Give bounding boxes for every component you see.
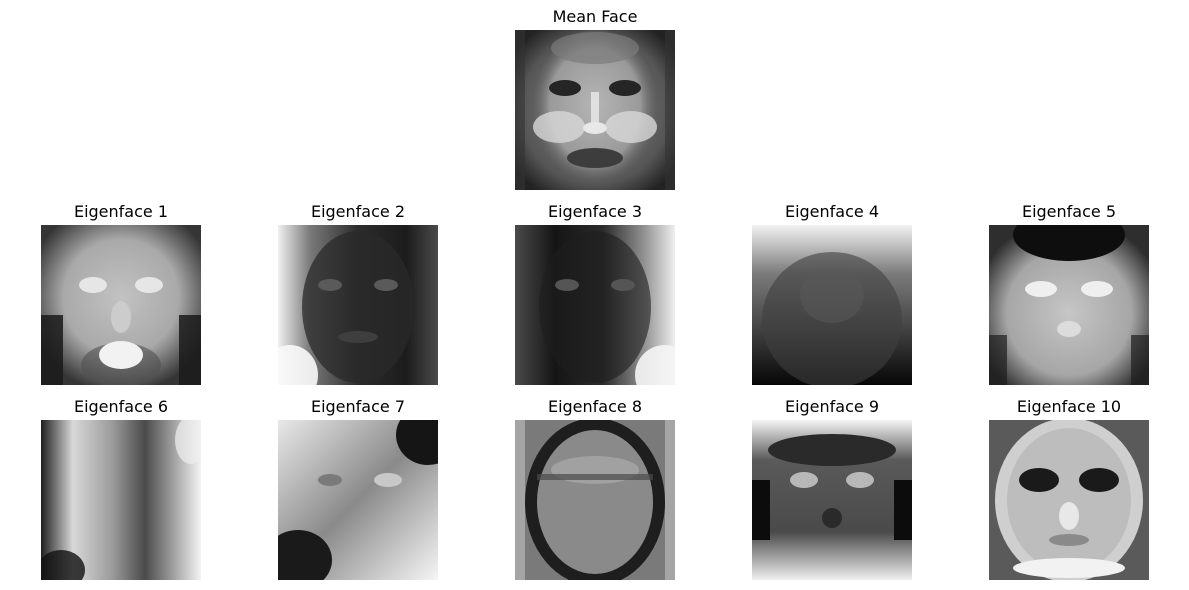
eigenface-image-2 [278, 225, 438, 385]
eigenface-image-4 [752, 225, 912, 385]
eigenface-panel-1: Eigenface 1 [41, 202, 201, 385]
mean-face-title: Mean Face [552, 7, 638, 26]
eigenface-title: Eigenface 9 [784, 397, 880, 416]
eigenface-title: Eigenface 8 [547, 397, 643, 416]
eigenface-panel-2: Eigenface 2 [278, 202, 438, 385]
eigenface-image-10 [989, 420, 1149, 580]
eigenface-title: Eigenface 3 [547, 202, 643, 221]
eigenface-panel-9: Eigenface 9 [752, 397, 912, 580]
eigenface-image-8 [515, 420, 675, 580]
eigenface-image-6 [41, 420, 201, 580]
eigenface-image-3 [515, 225, 675, 385]
eigenface-image-1 [41, 225, 201, 385]
eigenface-panel-7: Eigenface 7 [278, 397, 438, 580]
eigenface-panel-3: Eigenface 3 [515, 202, 675, 385]
eigenface-title: Eigenface 7 [310, 397, 406, 416]
eigenface-panel-5: Eigenface 5 [989, 202, 1149, 385]
eigenface-panel-6: Eigenface 6 [41, 397, 201, 580]
eigenface-panel-8: Eigenface 8 [515, 397, 675, 580]
mean-face-image [515, 30, 675, 190]
eigenface-title: Eigenface 10 [1016, 397, 1122, 416]
eigenface-title: Eigenface 4 [784, 202, 880, 221]
eigenface-title: Eigenface 2 [310, 202, 406, 221]
eigenface-panel-4: Eigenface 4 [752, 202, 912, 385]
eigenface-image-5 [989, 225, 1149, 385]
mean-face-panel: Mean Face [515, 7, 675, 190]
eigenface-image-9 [752, 420, 912, 580]
eigenface-image-7 [278, 420, 438, 580]
eigenface-title: Eigenface 6 [73, 397, 169, 416]
eigenface-title: Eigenface 1 [73, 202, 169, 221]
eigenface-panel-10: Eigenface 10 [989, 397, 1149, 580]
eigenface-title: Eigenface 5 [1021, 202, 1117, 221]
